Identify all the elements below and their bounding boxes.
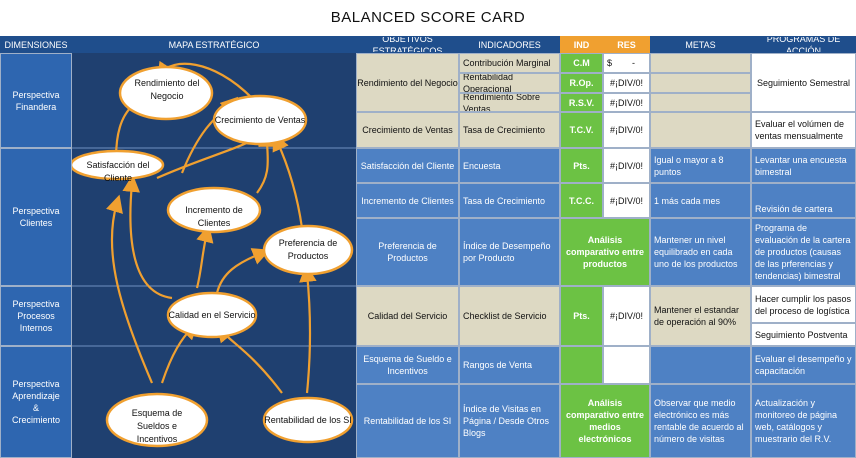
code-pts-calidad: Pts. bbox=[560, 286, 603, 346]
node-calidad-label: Calidad en el Servicio bbox=[168, 310, 256, 320]
meta-observar: Observar que medio electrónico es más re… bbox=[650, 384, 751, 458]
node-esquema-label: Esquema de Sueldos e Incentivos bbox=[131, 408, 183, 444]
dimension-aprendizaje: Perspectiva Aprendizaje & Crecimiento bbox=[0, 346, 72, 458]
prog-actualizacion: Actualización y monitoreo de página web,… bbox=[751, 384, 856, 458]
node-crecimiento bbox=[212, 94, 308, 146]
prog-evaluacion: Programa de evaluación de la cartera de … bbox=[751, 218, 856, 286]
prog-postventa: Seguimiento Postventa bbox=[751, 323, 856, 346]
res-satisfaccion: #¡DIV/0! bbox=[603, 148, 650, 183]
meta-estandar: Mantener el estandar de operación al 90% bbox=[650, 286, 751, 346]
node-preferencia-label: Preferencia de Productos bbox=[278, 238, 338, 261]
dimension-procesos: Perspectiva Procesos Internos bbox=[0, 286, 72, 346]
meta-cm bbox=[650, 53, 751, 73]
code-cm: C.M bbox=[560, 53, 603, 73]
node-rentabilidad-label: Rentabilidad de los SI bbox=[264, 415, 352, 425]
ind-rentabilidad: Rentabilidad Operacional bbox=[459, 73, 560, 93]
code-esquema bbox=[560, 346, 603, 384]
meta-rop bbox=[650, 73, 751, 93]
obj-crecimiento: Crecimiento de Ventas bbox=[356, 112, 459, 148]
prog-evaluar: Evaluar el volúmen de ventas mensualment… bbox=[751, 112, 856, 148]
res-esquema bbox=[603, 346, 650, 384]
ind-checklist: Checklist de Servicio bbox=[459, 286, 560, 346]
res-tcc: #¡DIV/0! bbox=[603, 183, 650, 218]
code-tcc: T.C.C. bbox=[560, 183, 603, 218]
node-rendimiento bbox=[118, 65, 214, 121]
obj-esquema: Esquema de Sueldo e Incentivos bbox=[356, 346, 459, 384]
arrow-calidad-incremento bbox=[195, 224, 214, 289]
node-calidad bbox=[166, 291, 258, 339]
node-crecimiento-label: Crecimiento de Ventas bbox=[214, 115, 306, 125]
ind-contribucion: Contribución Marginal bbox=[459, 53, 560, 73]
prog-desempeno: Evaluar el desempeño y capacitación bbox=[751, 346, 856, 384]
header-metas: METAS bbox=[650, 36, 751, 53]
res-rop: #¡DIV/0! bbox=[603, 73, 650, 93]
node-satisfaccion bbox=[72, 149, 165, 181]
ind-rendimiento-ventas: Rendimiento Sobre Ventas bbox=[459, 93, 560, 112]
arrow-calidad-preferencia bbox=[215, 248, 271, 294]
node-rentabilidad bbox=[262, 396, 354, 444]
header-programas: PROGRAMAS DE ACCIÓN bbox=[751, 36, 856, 53]
meta-rsv bbox=[650, 93, 751, 112]
strategy-map-diagram bbox=[72, 60, 356, 448]
arrow-preferencia-crecimiento bbox=[272, 132, 304, 229]
arrow-rentabilidad-preferencia bbox=[299, 264, 317, 394]
prog-cumplir: Hacer cumplir los pasos del proceso de l… bbox=[751, 286, 856, 323]
node-incremento-label: Incremento de Clientes bbox=[185, 205, 243, 228]
node-esquema bbox=[105, 392, 209, 448]
dimension-financiera: Perspectiva Finandera bbox=[0, 53, 72, 148]
code-pts-satisfaccion: Pts. bbox=[560, 148, 603, 183]
page-title: BALANCED SCORE CARD bbox=[330, 9, 526, 26]
res-calidad: #¡DIV/0! bbox=[603, 286, 650, 346]
header-indicadores: INDICADORES bbox=[459, 36, 560, 53]
node-satisfaccion-label: Satisfacción del Cliente bbox=[86, 160, 150, 183]
arrow-calidad-satisfaccion bbox=[122, 174, 173, 300]
header-mapa: MAPA ESTRATÉGICO bbox=[72, 36, 356, 53]
header-objetivos: OBJETIVOS ESTRATÉGICOS bbox=[356, 36, 459, 53]
node-incremento bbox=[166, 186, 262, 234]
ind-indice: Índice de Desempeño por Producto bbox=[459, 218, 560, 286]
meta-esquema bbox=[650, 346, 751, 384]
analisis-medios: Análisis comparativo entre medios electr… bbox=[560, 384, 650, 458]
ind-encuesta: Encuesta bbox=[459, 148, 560, 183]
res-cm: $ - bbox=[603, 53, 650, 73]
res-tcv: #¡DIV/0! bbox=[603, 112, 650, 148]
obj-rendimiento: Rendimiento del Negocio bbox=[356, 53, 459, 112]
dimension-clientes: Perspectiva Clientes bbox=[0, 148, 72, 286]
node-rendimiento-label: Rendimiento del Negocio bbox=[134, 78, 200, 101]
res-rsv: #¡DIV/0! bbox=[603, 93, 650, 112]
ind-tasa-clientes: Tasa de Crecimiento bbox=[459, 183, 560, 218]
prog-revision: Revisión de cartera bbox=[751, 183, 856, 218]
analisis-productos: Análisis comparativo entre productos bbox=[560, 218, 650, 286]
prog-seguimiento: Seguimiento Semestral bbox=[751, 53, 856, 112]
prog-levantar: Levantar una encuesta bimestral bbox=[751, 148, 856, 183]
obj-incremento: Incremento de Clientes bbox=[356, 183, 459, 218]
ind-tasa-crecimiento: Tasa de Crecimiento bbox=[459, 112, 560, 148]
arrow-esquema-satisfaccion bbox=[106, 194, 154, 384]
arrow-esquema-calidad bbox=[160, 321, 199, 384]
arrow-rentabilidad-calidad bbox=[216, 324, 283, 394]
header-res: RES bbox=[603, 36, 650, 53]
obj-rentabilidad: Rentabilidad de los SI bbox=[356, 384, 459, 458]
meta-uno: 1 más cada mes bbox=[650, 183, 751, 218]
meta-mantener: Mantener un nivel equilibrado en cada un… bbox=[650, 218, 751, 286]
node-preferencia bbox=[262, 224, 354, 276]
strategy-map: Rendimiento del Negocio Crecimiento de V… bbox=[72, 53, 356, 458]
obj-calidad: Calidad del Servicio bbox=[356, 286, 459, 346]
obj-satisfaccion: Satisfacción del Cliente bbox=[356, 148, 459, 183]
obj-preferencia: Preferencia de Productos bbox=[356, 218, 459, 286]
meta-igual: Igual o mayor a 8 puntos bbox=[650, 148, 751, 183]
code-rsv: R.S.V. bbox=[560, 93, 603, 112]
header-dimensiones: DIMENSIONES bbox=[0, 36, 72, 53]
meta-tcv bbox=[650, 112, 751, 148]
header-ind: IND bbox=[560, 36, 603, 53]
ind-visitas: Índice de Visitas en Página / Desde Otro… bbox=[459, 384, 560, 458]
code-rop: R.Op. bbox=[560, 73, 603, 93]
arrow-incremento-crecimiento bbox=[256, 129, 276, 194]
code-tcv: T.C.V. bbox=[560, 112, 603, 148]
ind-rangos: Rangos de Venta bbox=[459, 346, 560, 384]
